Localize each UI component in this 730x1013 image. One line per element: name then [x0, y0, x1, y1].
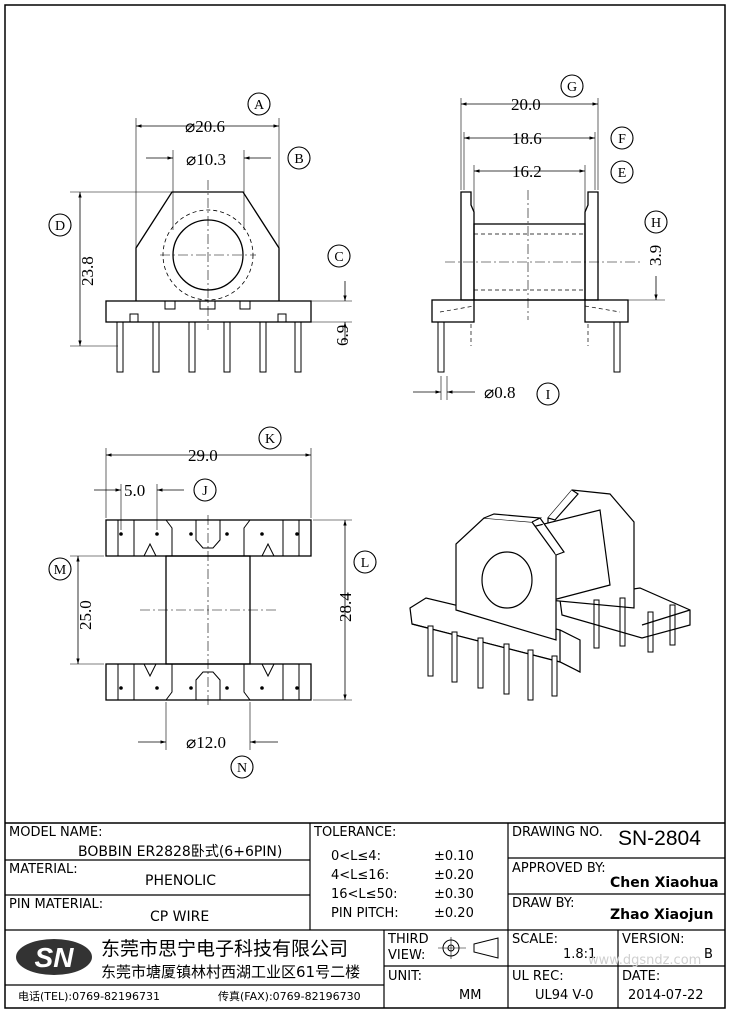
tolerance-label: TOLERANCE:: [314, 825, 397, 840]
model-name-label: MODEL NAME:: [9, 825, 103, 840]
callout-m: M: [54, 563, 67, 578]
drawing-no-label: DRAWING NO.: [512, 825, 603, 840]
isometric-view: [409, 489, 691, 701]
unit-value: MM: [459, 988, 482, 1003]
tolerance-range-4: PIN PITCH:: [331, 906, 399, 921]
dim-width-20: 20.0: [511, 95, 541, 114]
watermark: www.dgsndz.com: [588, 953, 702, 968]
version-label: VERSION:: [622, 932, 685, 947]
sheet-border: [4, 4, 726, 1009]
top-flange-lower: [105, 663, 312, 701]
ul-rec-value: UL94 V-0: [535, 988, 594, 1003]
tolerance-value-1: ±0.10: [434, 849, 474, 864]
side-base-right: [584, 299, 629, 323]
pin-material-label: PIN MATERIAL:: [9, 897, 104, 912]
front-pin-header: [105, 300, 312, 323]
callout-d: D: [55, 219, 65, 234]
callout-h: H: [651, 216, 661, 231]
date-label: DATE:: [622, 969, 661, 984]
callouts: [48, 74, 668, 779]
dim-width-18: 18.6: [512, 129, 542, 148]
company-address: 东莞市塘厦镇林村西湖工业区61号二楼: [101, 963, 361, 981]
callout-i: I: [546, 388, 551, 403]
callout-l: L: [361, 556, 370, 571]
material-value: PHENOLIC: [145, 873, 217, 889]
company-fax: 传真(FAX):0769-82196730: [218, 990, 361, 1003]
drawing-no-value: SN-2804: [618, 827, 701, 850]
third-angle-symbol: [438, 937, 499, 959]
version-value: B: [704, 947, 713, 962]
model-name-value: BOBBIN ER2828卧式(6+6PIN): [78, 844, 283, 860]
callout-g: G: [567, 80, 577, 95]
dim-dia-outer: ⌀20.6: [185, 117, 225, 136]
callout-c: C: [334, 250, 343, 265]
top-flange-upper: [105, 519, 312, 557]
side-right-flange: [584, 191, 599, 301]
approved-by-label: APPROVED BY:: [512, 861, 606, 876]
dim-dia-12: ⌀12.0: [186, 733, 226, 752]
dim-dia-inner: ⌀10.3: [186, 150, 226, 169]
side-left-flange: [460, 191, 475, 301]
dim-h-3-9: 3.9: [646, 245, 665, 266]
callout-n: N: [237, 761, 247, 776]
tolerance-range-1: 0<L≤4:: [331, 849, 381, 864]
third-view-label-2: VIEW:: [388, 948, 426, 963]
dim-depth-28: 28.4: [336, 592, 355, 622]
front-view: [70, 118, 352, 373]
material-label: MATERIAL:: [9, 862, 78, 877]
tolerance-value-4: ±0.20: [434, 906, 474, 921]
callout-e: E: [618, 166, 627, 181]
tolerance-value-2: ±0.20: [434, 868, 474, 883]
ul-rec-label: UL REC:: [512, 969, 564, 984]
company-name: 东莞市思宁电子科技有限公司: [101, 938, 349, 960]
tolerance-value-3: ±0.30: [434, 887, 474, 902]
dim-height-total: 23.8: [78, 256, 97, 286]
company-logo-text: SN: [35, 942, 75, 973]
approved-by-value: Chen Xiaohua: [610, 875, 719, 891]
callout-j: J: [202, 484, 208, 499]
callout-k: K: [265, 432, 275, 447]
callout-a: A: [254, 98, 265, 113]
callout-f: F: [618, 132, 626, 147]
iso-bore: [481, 551, 533, 609]
callout-b: B: [294, 152, 303, 167]
title-block-grid: [5, 822, 725, 1008]
top-view: [70, 448, 352, 750]
front-flange-outline: [135, 191, 280, 301]
company-tel: 电话(TEL):0769-82196731: [18, 990, 161, 1003]
dim-depth-25: 25.0: [76, 600, 95, 630]
scale-value: 1.8:1: [563, 947, 597, 962]
tolerance-range-2: 4<L≤16:: [331, 868, 390, 883]
tolerance-range-3: 16<L≤50:: [331, 887, 398, 902]
draw-by-value: Zhao Xiaojun: [610, 907, 714, 923]
scale-label: SCALE:: [512, 932, 559, 947]
dim-length-29: 29.0: [188, 446, 218, 465]
date-value: 2014-07-22: [628, 988, 704, 1003]
dim-base-height: 6.9: [333, 325, 352, 346]
side-base-left: [431, 299, 475, 323]
dim-width-16: 16.2: [512, 162, 542, 181]
third-view-label-1: THIRD: [388, 932, 429, 947]
side-view: [413, 98, 665, 400]
pin-material-value: CP WIRE: [150, 909, 210, 925]
draw-by-label: DRAW BY:: [512, 896, 575, 911]
dim-pitch-5: 5.0: [124, 481, 145, 500]
unit-label: UNIT:: [388, 969, 422, 984]
company-logo: [16, 939, 92, 975]
dim-pin-dia: ⌀0.8: [484, 383, 516, 402]
